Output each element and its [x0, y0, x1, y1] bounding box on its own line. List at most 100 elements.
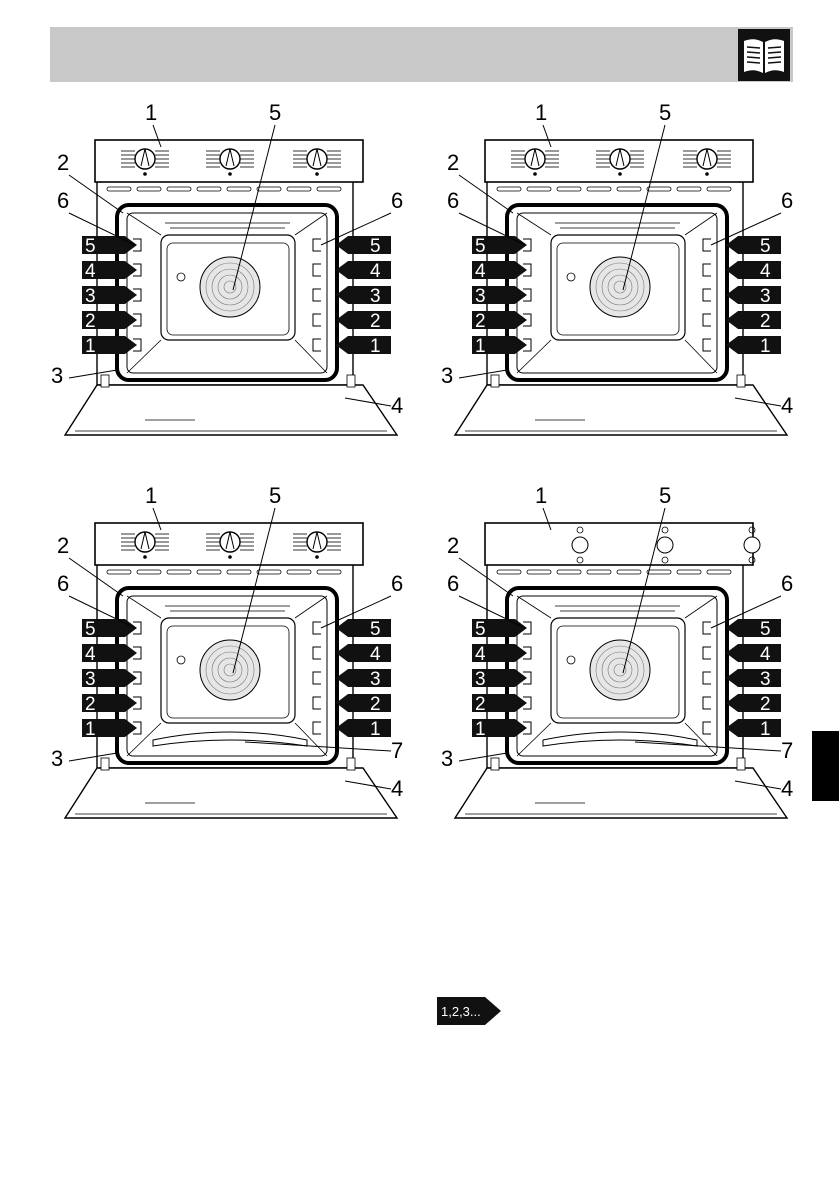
control-knob [293, 148, 341, 176]
control-knob [596, 148, 644, 176]
callout-fan: 5 [269, 100, 281, 125]
callout-panel: 1 [145, 483, 157, 508]
shelf-level-number: 4 [475, 644, 486, 665]
shelf-level-label-left: 1 [82, 336, 137, 357]
control-knob [511, 148, 559, 176]
callout-frame: 2 [447, 533, 459, 558]
shelf-level-number: 1 [85, 719, 96, 740]
shelf-level-label-right: 1 [336, 719, 391, 740]
shelf-level-label-left: 2 [82, 694, 137, 715]
control-knob [743, 526, 761, 564]
callout-guides-right: 6 [391, 571, 403, 596]
shelf-level-label-right: 5 [336, 619, 391, 640]
callout-panel: 1 [535, 483, 547, 508]
control-knob [206, 531, 254, 559]
shelf-level-label-right: 2 [336, 311, 391, 332]
callout-seal: 3 [441, 363, 453, 388]
open-book-icon [738, 29, 790, 81]
callout-guides-left: 6 [447, 571, 459, 596]
shelf-level-label-right: 3 [726, 669, 781, 690]
section-tab [812, 731, 839, 801]
shelf-level-label-left: 4 [472, 644, 527, 665]
shelf-level-label-left: 2 [472, 694, 527, 715]
shelf-level-number: 5 [760, 619, 771, 640]
shelf-level-number: 3 [370, 286, 381, 307]
shelf-level-number: 2 [85, 311, 96, 332]
shelf-level-label-left: 5 [472, 236, 527, 257]
callout-guides-left: 6 [57, 571, 69, 596]
shelf-level-number: 4 [760, 261, 771, 282]
control-knob [121, 148, 169, 176]
sequence-tag-label: 1,2,3... [441, 1004, 481, 1019]
sequence-tag: 1,2,3... [437, 997, 503, 1025]
shelf-level-number: 5 [85, 236, 96, 257]
shelf-level-number: 3 [760, 669, 771, 690]
shelf-level-number: 2 [760, 694, 771, 715]
callout-fan: 5 [659, 483, 671, 508]
shelf-level-number: 5 [475, 236, 486, 257]
shelf-level-number: 5 [760, 236, 771, 257]
shelf-level-label-right: 1 [726, 719, 781, 740]
callout-guides-right: 6 [781, 188, 793, 213]
shelf-level-label-right: 5 [726, 236, 781, 257]
fan-grille [589, 256, 651, 318]
callout-guides-left: 6 [447, 188, 459, 213]
shelf-level-number: 5 [370, 619, 381, 640]
callout-element: 7 [781, 738, 793, 763]
shelf-level-number: 1 [370, 719, 381, 740]
shelf-level-label-right: 4 [726, 644, 781, 665]
shelf-level-number: 4 [370, 261, 381, 282]
control-knob [293, 531, 341, 559]
shelf-level-number: 1 [85, 336, 96, 357]
shelf-level-number: 1 [370, 336, 381, 357]
shelf-level-number: 5 [370, 236, 381, 257]
shelf-level-number: 2 [370, 311, 381, 332]
shelf-level-label-left: 5 [82, 619, 137, 640]
callout-fan: 5 [659, 100, 671, 125]
callout-panel: 1 [145, 100, 157, 125]
callout-door: 4 [781, 776, 793, 801]
control-knob [206, 148, 254, 176]
shelf-level-number: 4 [85, 261, 96, 282]
shelf-level-label-right: 3 [336, 286, 391, 307]
shelf-level-label-right: 4 [336, 644, 391, 665]
shelf-level-label-left: 2 [472, 311, 527, 332]
callout-frame: 2 [57, 533, 69, 558]
callout-seal: 3 [51, 746, 63, 771]
shelf-level-number: 1 [475, 719, 486, 740]
shelf-level-label-left: 4 [82, 644, 137, 665]
shelf-level-label-left: 3 [472, 669, 527, 690]
shelf-level-number: 4 [370, 644, 381, 665]
callout-guides-right: 6 [391, 188, 403, 213]
shelf-level-number: 3 [475, 669, 486, 690]
shelf-level-number: 4 [475, 261, 486, 282]
callout-frame: 2 [447, 150, 459, 175]
shelf-level-number: 3 [475, 286, 486, 307]
shelf-level-label-left: 3 [82, 286, 137, 307]
shelf-level-number: 3 [85, 669, 96, 690]
shelf-level-label-right: 3 [726, 286, 781, 307]
fan-grille [589, 639, 651, 701]
callout-door: 4 [391, 393, 403, 418]
control-knob [121, 531, 169, 559]
shelf-level-number: 1 [760, 336, 771, 357]
callout-frame: 2 [57, 150, 69, 175]
shelf-level-number: 2 [85, 694, 96, 715]
shelf-level-label-left: 1 [472, 719, 527, 740]
shelf-level-number: 2 [475, 694, 486, 715]
shelf-level-label-right: 2 [726, 311, 781, 332]
callout-door: 4 [391, 776, 403, 801]
shelf-level-label-left: 1 [82, 719, 137, 740]
header-bar [50, 27, 793, 82]
shelf-level-label-left: 4 [82, 261, 137, 282]
shelf-level-label-right: 4 [726, 261, 781, 282]
shelf-level-number: 1 [475, 336, 486, 357]
fan-grille [199, 639, 261, 701]
shelf-level-number: 3 [370, 669, 381, 690]
callout-element: 7 [391, 738, 403, 763]
shelf-level-label-right: 5 [726, 619, 781, 640]
shelf-level-label-left: 3 [82, 669, 137, 690]
